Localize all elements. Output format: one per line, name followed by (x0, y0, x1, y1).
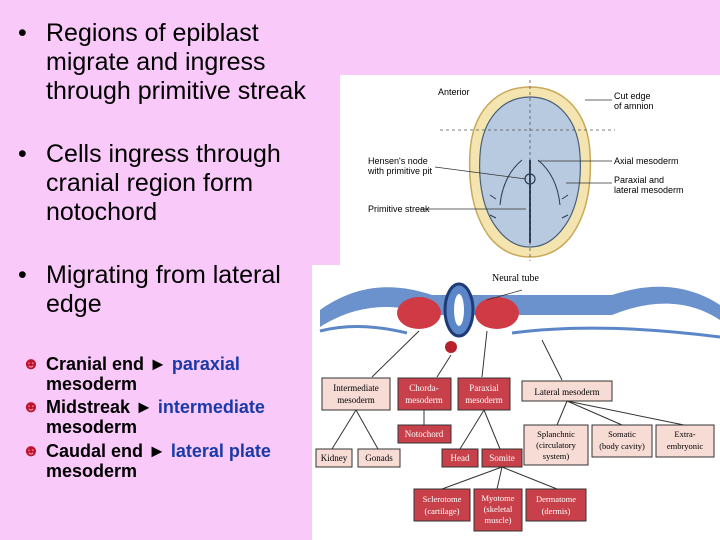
box-myotome-2: (skeletal (484, 504, 513, 514)
bullet-dot: • (18, 140, 27, 168)
box-lateral: Lateral mesoderm (534, 387, 599, 397)
box-intermediate-2: mesoderm (337, 395, 375, 405)
box-sclerotome-2: (cartilage) (425, 506, 460, 516)
sub-lead: Cranial end ► (46, 354, 167, 374)
label-paraxial-lateral: Paraxial and (614, 175, 664, 185)
label-primitive-streak: Primitive streak (368, 204, 430, 214)
box-dermatome-2: (dermis) (542, 506, 571, 516)
bullet-dot: • (18, 19, 27, 47)
box-notochord: Notochord (405, 429, 444, 439)
smiley-icon: ☻ (22, 354, 40, 373)
sub-lead: Midstreak ► (46, 397, 153, 417)
box-somatic-2: (body cavity) (599, 441, 645, 451)
sub-tail: mesoderm (46, 374, 138, 394)
box-myotome-3: muscle) (485, 515, 512, 525)
bullet-epiblast: • Regions of epiblast migrate and ingres… (18, 19, 346, 106)
bullet-notochord: • Cells ingress through cranial region f… (18, 140, 316, 227)
box-head: Head (451, 453, 470, 463)
box-dermatome: Dermatome (536, 494, 576, 504)
label-hensens-node-2: with primitive pit (367, 166, 433, 176)
sub-accent: lateral plate (170, 441, 271, 461)
box-splanchnic-3: system) (543, 451, 570, 461)
sub-tail: mesoderm (46, 461, 138, 481)
sub-bullet-text: Midstreak ► intermediate mesoderm (46, 397, 316, 437)
box-kidney: Kidney (321, 453, 348, 463)
label-cut-edge: Cut edge (614, 91, 651, 101)
bullet-text: Cells ingress through cranial region for… (46, 140, 281, 226)
smiley-icon: ☻ (22, 441, 40, 460)
sub-accent: paraxial (171, 354, 240, 374)
bullet-text: Migrating from lateral edge (46, 261, 281, 318)
sub-lead: Caudal end ► (46, 441, 166, 461)
box-chorda: Chorda- (409, 383, 439, 393)
label-axial-mesoderm: Axial mesoderm (614, 156, 679, 166)
sub-accent: intermediate (157, 397, 265, 417)
embryo-diagram: Anterior Cut edge of amnion Hensen's nod… (340, 75, 720, 265)
sub-bullet-cranial: ☻ Cranial end ► paraxial mesoderm (22, 354, 306, 394)
sub-bullet-caudal: ☻ Caudal end ► lateral plate mesoderm (22, 441, 316, 481)
box-myotome: Myotome (481, 493, 514, 503)
box-paraxial-2: mesoderm (465, 395, 503, 405)
box-extra-embryonic: Extra- (674, 429, 695, 439)
smiley-icon: ☻ (22, 397, 40, 416)
box-somatic: Somatic (608, 429, 636, 439)
label-neural-tube: Neural tube (492, 273, 539, 284)
box-chorda-2: mesoderm (405, 395, 443, 405)
box-somite: Somite (489, 453, 515, 463)
bullet-dot: • (18, 261, 27, 289)
label-paraxial-lateral-2: lateral mesoderm (614, 185, 684, 195)
label-hensens-node: Hensen's node (368, 156, 428, 166)
sub-tail: mesoderm (46, 417, 138, 437)
bullet-text: Regions of epiblast migrate and ingress … (46, 19, 306, 105)
sub-bullet-text: Cranial end ► paraxial mesoderm (46, 354, 306, 394)
box-sclerotome: Sclerotome (423, 494, 462, 504)
box-paraxial: Paraxial (469, 383, 499, 393)
sub-bullet-text: Caudal end ► lateral plate mesoderm (46, 441, 316, 481)
box-splanchnic: Splanchnic (537, 429, 575, 439)
bullet-lateral-edge: • Migrating from lateral edge (18, 261, 316, 319)
label-anterior: Anterior (438, 87, 470, 97)
sub-bullet-midstreak: ☻ Midstreak ► intermediate mesoderm (22, 397, 316, 437)
label-cut-edge-2: of amnion (614, 101, 654, 111)
box-extra-embryonic-2: embryonic (667, 441, 704, 451)
mesoderm-flow-diagram: Neural tube Intermediate mesoderm Chorda… (312, 265, 720, 540)
box-intermediate: Intermediate (333, 383, 378, 393)
box-gonads: Gonads (365, 453, 393, 463)
box-splanchnic-2: (circulatory (536, 440, 576, 450)
